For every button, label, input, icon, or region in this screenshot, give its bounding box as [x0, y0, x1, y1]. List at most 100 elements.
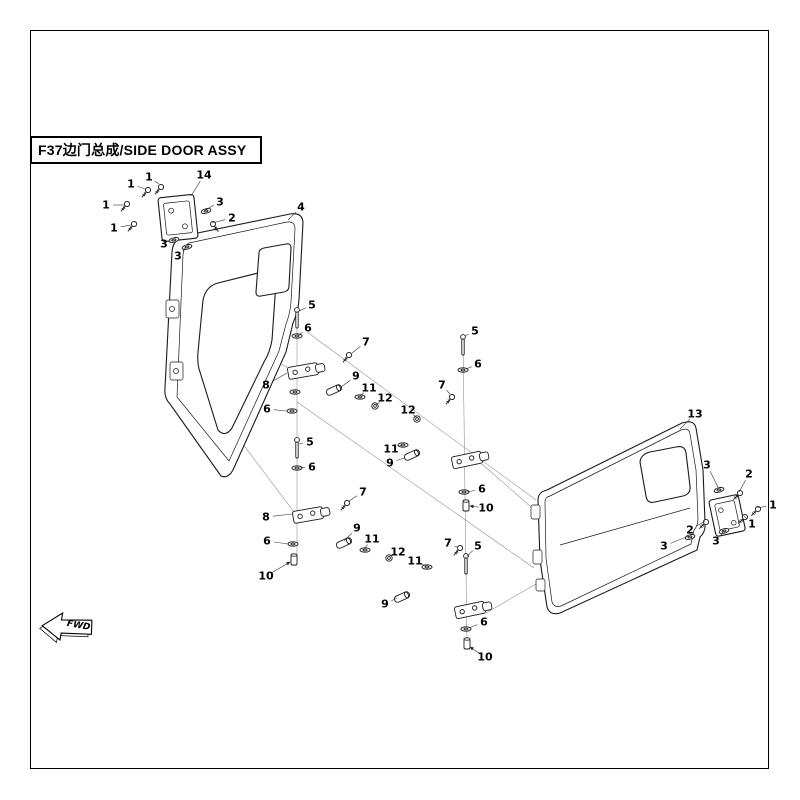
screw-icon — [340, 350, 354, 365]
page-border-frame — [30, 30, 769, 769]
screw-icon — [125, 219, 139, 234]
callout-number: 9 — [381, 598, 389, 611]
callout-leader — [340, 379, 351, 388]
callout-leader — [466, 550, 474, 557]
callout-leader — [271, 372, 288, 382]
callout-leader — [468, 624, 478, 629]
callout-number: 1 — [110, 222, 118, 235]
callout-number: 12 — [390, 546, 405, 559]
callout-leader — [359, 392, 364, 397]
right-door-panel — [530, 421, 706, 615]
callout-leader — [446, 390, 451, 395]
callout-number: 9 — [352, 370, 360, 383]
callout-number: 1 — [769, 499, 777, 512]
callout-leader — [287, 211, 297, 221]
spacer-sleeve-icon — [402, 448, 422, 462]
washer-icon — [291, 333, 303, 339]
right-door-catch-bracket — [708, 494, 746, 537]
callout-number: 8 — [262, 379, 270, 392]
callout-number: 13 — [687, 408, 702, 421]
screw-icon — [748, 504, 763, 519]
callout-leader — [397, 444, 403, 447]
callout-number: 11 — [364, 533, 379, 546]
bushing-icon — [462, 499, 470, 512]
spacer-sleeve-icon — [324, 383, 344, 397]
washer-icon — [421, 564, 433, 570]
hinge-plate-icon — [286, 360, 327, 381]
callout-number: 6 — [304, 322, 312, 335]
hinge-plate-icon — [291, 504, 332, 525]
washer-icon — [289, 389, 301, 395]
callout-number: 11 — [407, 555, 422, 568]
callout-number: 6 — [263, 403, 271, 416]
callout-leader — [204, 205, 214, 211]
callout-number: 4 — [297, 201, 305, 214]
callout-leader — [709, 471, 720, 490]
bushing-icon — [290, 553, 298, 566]
callout-leader — [273, 409, 287, 412]
spacer-sleeve-icon — [334, 536, 354, 550]
callout-number: 6 — [474, 358, 482, 371]
screw-icon — [338, 498, 352, 513]
callout-leader — [464, 333, 469, 337]
callout-leader — [298, 332, 303, 336]
washer-icon — [397, 442, 409, 448]
callout-leader — [743, 515, 748, 520]
callout-number: 10 — [258, 570, 274, 583]
callout-number: 5 — [306, 436, 314, 449]
left-door-panel — [164, 213, 304, 478]
callout-number: 7 — [438, 379, 446, 392]
washer-icon — [457, 367, 469, 373]
callout-number: 10 — [478, 502, 494, 515]
callout-leader — [720, 530, 725, 536]
callout-number: 6 — [478, 483, 486, 496]
callout-number: 7 — [444, 537, 452, 550]
fwd-label: FWD — [66, 619, 91, 633]
callout-leader — [413, 414, 418, 419]
callout-number: 7 — [359, 486, 367, 499]
callout-leader — [298, 307, 306, 312]
callout-number: 2 — [686, 524, 694, 537]
callout-number: 11 — [383, 443, 398, 456]
callout-leader — [273, 541, 289, 545]
page-title: F37边门总成/SIDE DOOR ASSY — [38, 142, 247, 158]
callout-leader — [363, 544, 368, 550]
bushing-icon — [463, 637, 471, 650]
callout-number: 3 — [216, 196, 224, 209]
callout-number: 3 — [660, 540, 668, 553]
callout-leader — [182, 246, 187, 251]
callout-leader — [469, 646, 480, 654]
callout-number: 12 — [400, 404, 415, 417]
washer-icon — [354, 394, 366, 400]
callout-leader — [695, 520, 706, 527]
washer-icon — [713, 486, 725, 494]
callout-leader — [466, 490, 476, 493]
callout-leader — [738, 479, 746, 493]
callout-leader — [469, 504, 480, 509]
callout-leader — [375, 402, 380, 406]
hinge-pin-icon — [463, 553, 469, 575]
callout-number: 7 — [362, 336, 370, 349]
callout-number: 1 — [748, 518, 756, 531]
callout-number: 3 — [174, 250, 182, 263]
washer-icon — [359, 547, 371, 553]
callout-leader — [421, 563, 427, 567]
callout-leader — [343, 532, 353, 542]
callout-leader — [348, 495, 358, 502]
callout-leader — [170, 239, 174, 242]
screw-icon — [152, 182, 166, 197]
callout-number: 14 — [196, 169, 212, 182]
callout-number: 3 — [703, 459, 711, 472]
callout-leader — [351, 346, 361, 354]
washer-icon — [286, 408, 298, 414]
callout-leader — [387, 554, 392, 558]
callout-number: 2 — [228, 212, 236, 225]
washer-icon — [287, 541, 299, 547]
callout-number: 9 — [353, 522, 361, 535]
title-block: F37边门总成/SIDE DOOR ASSY — [30, 136, 263, 164]
callout-leader — [465, 366, 472, 370]
callout-number: 6 — [480, 616, 488, 629]
callout-leader — [120, 224, 132, 228]
hinge-pin-icon — [294, 437, 300, 459]
